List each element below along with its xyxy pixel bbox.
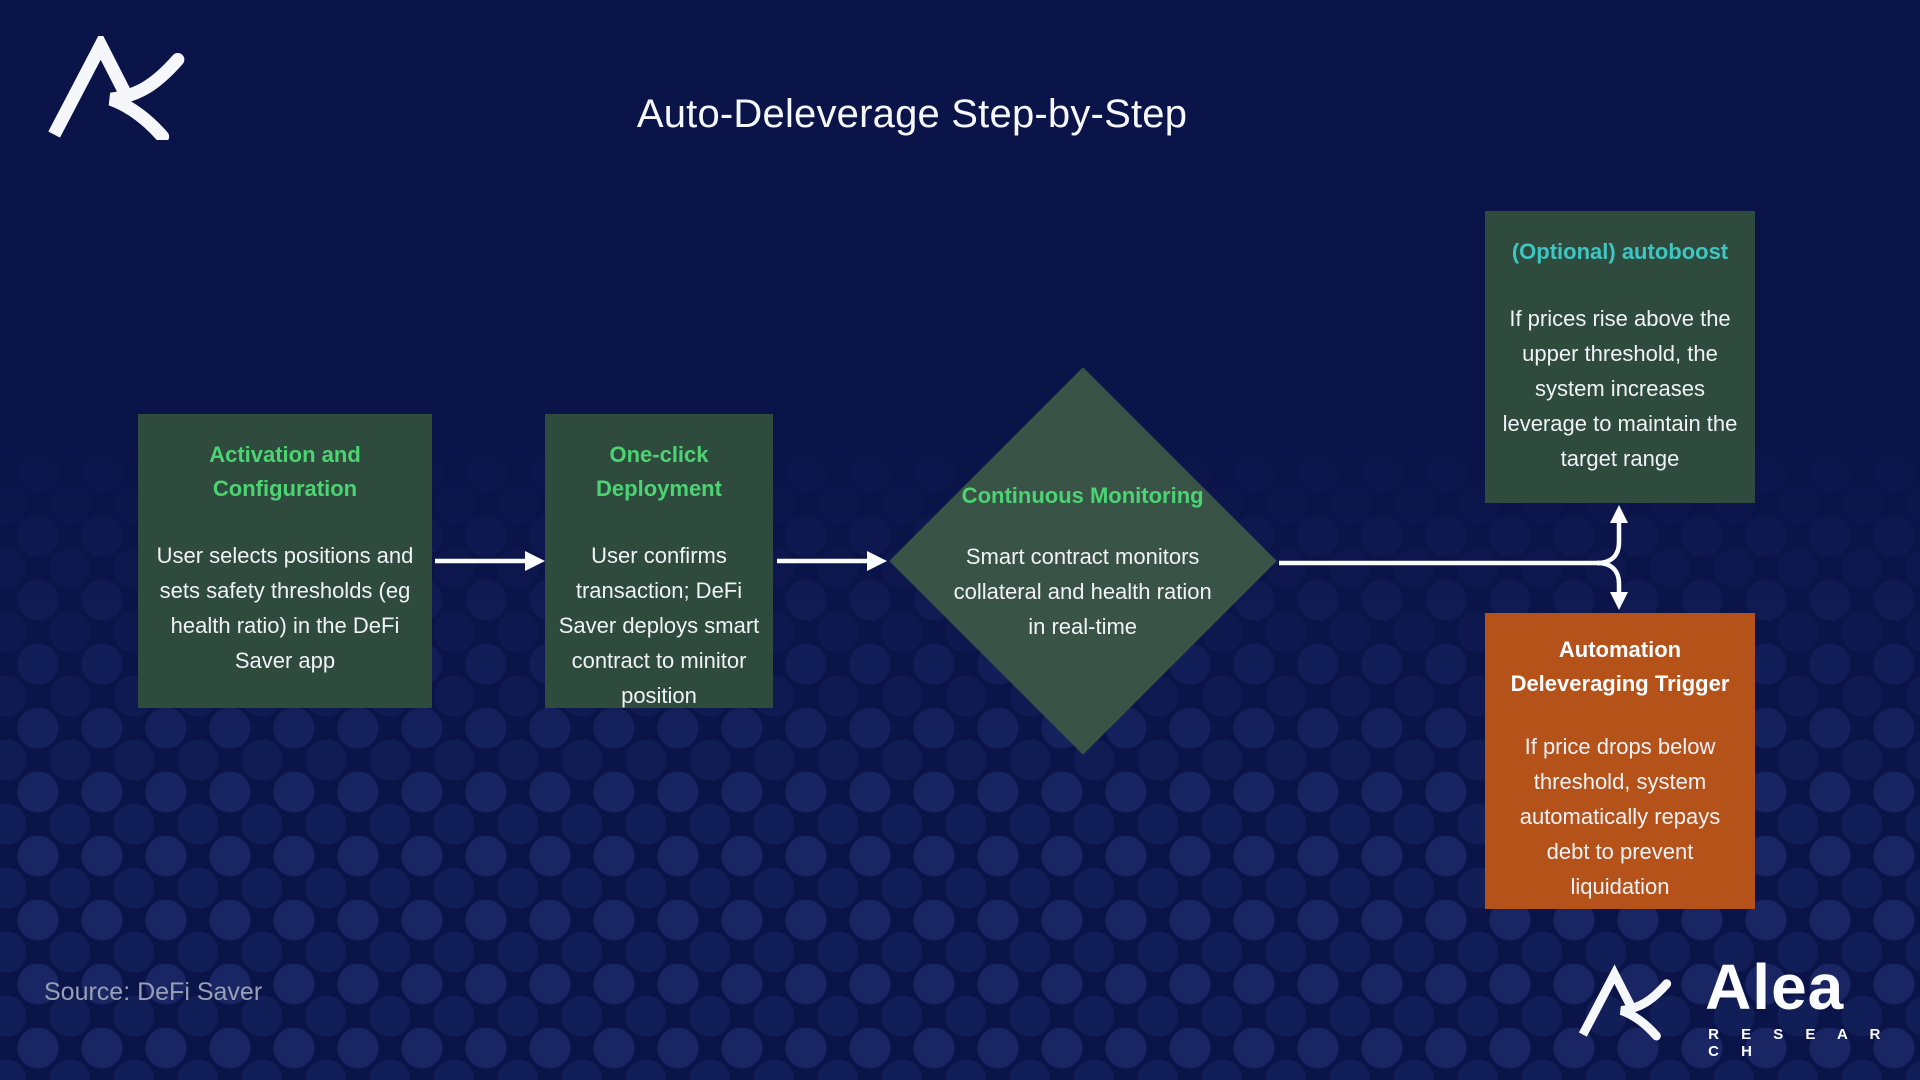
arrow-deployment-to-monitoring-icon — [777, 551, 887, 571]
brand-wordmark: Alea — [1705, 951, 1845, 1023]
node-body: If price drops below threshold, system a… — [1519, 734, 1721, 899]
node-title: Activation and Configuration — [209, 442, 361, 501]
node-title: Continuous Monitoring — [962, 482, 1204, 508]
node-body: If prices rise above the upper threshold… — [1502, 306, 1738, 471]
flow-node-deployment: One-click Deployment User confirms trans… — [545, 414, 773, 708]
flow-node-autoboost: (Optional) autoboost If prices rise abov… — [1485, 211, 1755, 503]
alea-logo-icon — [48, 36, 185, 140]
arrow-monitoring-branch-icon — [1279, 505, 1628, 610]
flow-node-deleverage-trigger: Automation Deleveraging Trigger If price… — [1485, 613, 1755, 909]
flow-node-activation: Activation and Configuration User select… — [138, 414, 432, 708]
brand-text: Alea R E S E A R C H — [1705, 951, 1920, 1060]
page-title: Auto-Deleverage Step-by-Step — [636, 92, 1188, 136]
arrow-activation-to-deployment-icon — [435, 551, 545, 571]
source-note: Source: DeFi Saver — [44, 978, 263, 1006]
diamond-content: Continuous Monitoring Smart contract mon… — [946, 479, 1220, 644]
alea-logo-icon — [1578, 964, 1672, 1041]
brand-footer: Alea R E S E A R C H — [1576, 951, 1920, 1060]
node-body: User confirms transaction; DeFi Saver de… — [558, 543, 760, 708]
node-body: Smart contract monitors collateral and h… — [953, 543, 1213, 639]
brand-wordmark-sub: R E S E A R C H — [1708, 1026, 1890, 1060]
node-title: One-click Deployment — [596, 442, 722, 501]
node-title: Automation Deleveraging Trigger — [1510, 637, 1730, 696]
node-title: (Optional) autoboost — [1511, 239, 1729, 264]
node-body: User selects positions and sets safety t… — [156, 543, 414, 673]
